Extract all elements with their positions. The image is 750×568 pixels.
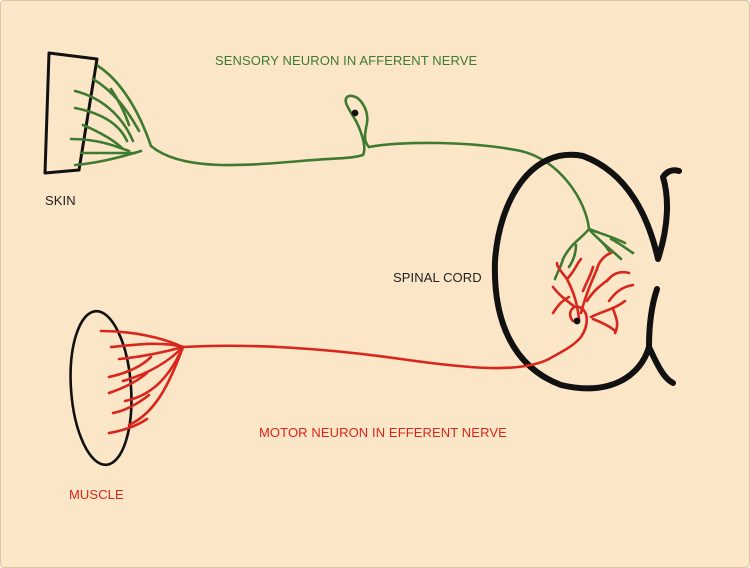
skin-label: SKIN [45,193,76,208]
muscle-shape [69,309,133,467]
sensory-neuron [69,64,635,281]
sensory-cell-nucleus [351,109,359,117]
muscle-label: MUSCLE [69,487,124,502]
motor-neuron-label: MOTOR NEURON IN EFFERENT NERVE [259,425,507,440]
spinal-cord-shape [491,151,682,392]
sensory-neuron-label: SENSORY NEURON IN AFFERENT NERVE [215,53,478,68]
motor-cell-nucleus [573,317,581,325]
skin-shape [43,51,99,175]
motor-neuron [99,251,635,435]
spinal-cord-label: SPINAL CORD [393,270,482,285]
